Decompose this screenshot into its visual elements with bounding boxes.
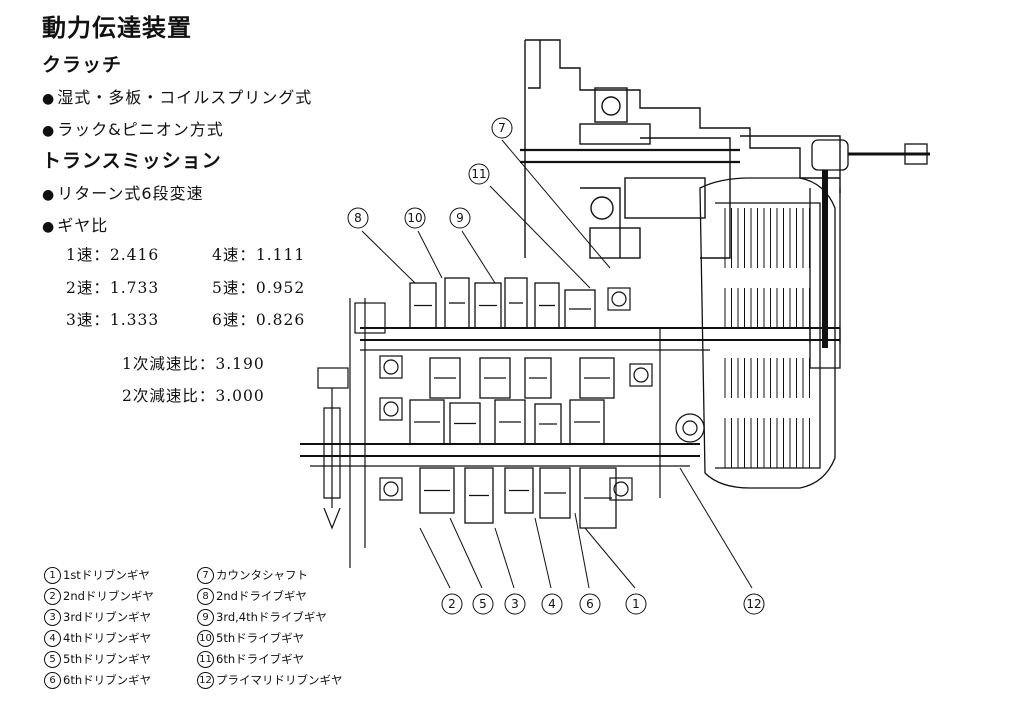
- gear-block: [474, 282, 502, 329]
- gear-ratio-5: 5速：0.952: [212, 279, 306, 297]
- svg-text:6: 6: [586, 597, 594, 611]
- gear-block: [534, 282, 560, 329]
- clutch-item-2: ●ラック&ピニオン方式: [42, 120, 224, 139]
- gear-block: [444, 277, 470, 329]
- callout-9: 9: [449, 207, 471, 229]
- gear-block: [419, 467, 455, 514]
- gear-block: [579, 467, 617, 529]
- callout-8: 8: [347, 207, 369, 229]
- clutch-heading: クラッチ: [42, 54, 123, 76]
- callout-labels: 7 11 8 10 9 2 5 3 4 6 1 12: [347, 117, 765, 615]
- gear-ratio-3: 3速：1.333: [66, 311, 160, 329]
- callout-leaders: [361, 139, 753, 589]
- svg-text:8: 8: [354, 211, 362, 225]
- gear-block: [494, 399, 526, 445]
- primary-reduction-ratio: 1次減速比：3.190: [122, 355, 265, 373]
- gear-block: [479, 357, 511, 399]
- bullet-icon: ●: [42, 123, 56, 139]
- callout-11: 11: [468, 163, 490, 185]
- shift-arm: [809, 139, 930, 369]
- secondary-reduction-ratio: 2次減速比：3.000: [122, 387, 265, 405]
- gear-block: [564, 289, 596, 329]
- svg-text:12: 12: [746, 597, 761, 611]
- callout-3: 3: [504, 593, 526, 615]
- svg-text:11: 11: [471, 167, 486, 181]
- gear-ratio-1: 1速：2.416: [66, 246, 160, 264]
- output-sprocket: [317, 302, 386, 530]
- gear-block: [579, 357, 615, 399]
- callout-7: 7: [491, 117, 513, 139]
- svg-text:10: 10: [407, 211, 422, 225]
- callout-4: 4: [541, 593, 563, 615]
- transmission-cross-section-diagram: 7 11 8 10 9 2 5 3 4 6 1 12: [300, 39, 930, 615]
- gear-block: [524, 357, 552, 399]
- bullet-icon: ●: [42, 91, 56, 107]
- clutch-plates: [724, 208, 810, 468]
- gear-block: [409, 282, 437, 329]
- bullet-icon: ●: [42, 219, 56, 235]
- page-title: 動力伝達装置: [42, 14, 192, 42]
- gear-block: [504, 467, 534, 514]
- svg-text:9: 9: [456, 211, 464, 225]
- gear-block: [534, 403, 562, 445]
- gear-block: [449, 402, 481, 445]
- svg-text:1: 1: [632, 597, 640, 611]
- gear-ratio-2: 2速：1.733: [66, 279, 160, 297]
- gear-block: [569, 399, 605, 445]
- bullet-icon: ●: [42, 187, 56, 203]
- gear-block: [464, 467, 494, 524]
- callout-2: 2: [441, 593, 463, 615]
- transmission-heading: トランスミッション: [42, 150, 222, 172]
- housing-outline: [520, 39, 841, 259]
- bearings: [379, 287, 705, 501]
- transmission-item-1: ●リターン式6段変速: [42, 184, 204, 203]
- callout-10: 10: [404, 207, 426, 229]
- callout-6: 6: [579, 593, 601, 615]
- clutch-item-1: ●湿式・多板・コイルスプリング式: [42, 88, 313, 107]
- gear-clusters: [409, 277, 617, 529]
- transmission-item-2: ●ギヤ比: [42, 216, 109, 235]
- svg-text:2: 2: [448, 597, 456, 611]
- gear-block: [429, 357, 461, 399]
- gear-block: [409, 399, 445, 445]
- callout-12: 12: [743, 593, 765, 615]
- callout-5: 5: [472, 593, 494, 615]
- gear-ratio-6: 6速：0.826: [212, 311, 306, 329]
- svg-text:4: 4: [548, 597, 556, 611]
- svg-text:3: 3: [511, 597, 519, 611]
- gear-block: [539, 467, 571, 519]
- clutch-assembly: [699, 177, 836, 489]
- svg-text:5: 5: [479, 597, 487, 611]
- gear-ratio-4: 4速：1.111: [212, 246, 306, 264]
- gear-block: [504, 277, 528, 329]
- svg-text:7: 7: [498, 121, 506, 135]
- callout-1: 1: [625, 593, 647, 615]
